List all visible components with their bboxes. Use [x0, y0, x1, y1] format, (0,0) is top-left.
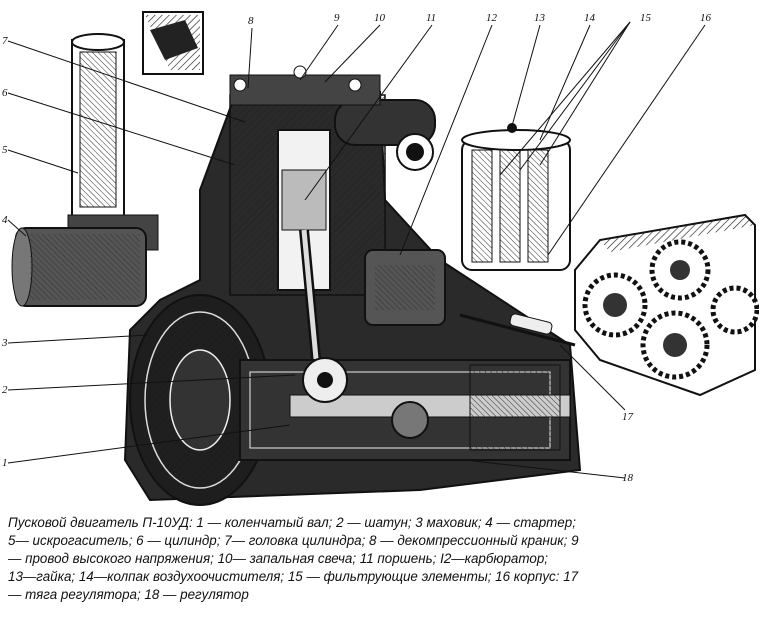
caption-line-4: 13—гайка; 14—колпак воздухоочистителя; 1… [8, 569, 579, 584]
label-14: 14 [584, 12, 596, 24]
caption-line-5: — тяга регулятора; 18 — регулятор [8, 587, 249, 602]
starter-motor [11, 227, 147, 307]
flywheel [129, 294, 271, 506]
governor-rod [459, 313, 576, 347]
label-17: 17 [622, 411, 634, 423]
label-3: 3 [1, 337, 8, 349]
label-18: 18 [622, 472, 634, 484]
label-16: 16 [700, 12, 712, 24]
label-9: 9 [334, 12, 340, 24]
label-7: 7 [2, 35, 8, 47]
figure-caption: Пусковой двигатель П-10УД: 1 — коленчаты… [8, 514, 753, 624]
label-6: 6 [2, 87, 8, 99]
engine-drawing: 7 6 5 4 3 2 1 8 9 10 11 12 13 14 15 16 1… [1, 11, 759, 506]
label-5: 5 [2, 144, 8, 156]
filter-elements [461, 123, 571, 271]
inset-view [142, 11, 204, 75]
label-2: 2 [2, 384, 8, 396]
label-15: 15 [640, 12, 652, 24]
label-12: 12 [486, 12, 498, 24]
carburetor [364, 249, 446, 326]
crankshaft-cutaway [239, 357, 571, 461]
label-11: 11 [426, 12, 436, 24]
label-13: 13 [534, 12, 546, 24]
caption-line-3: — провод высокого напряжения; 10— запаль… [8, 551, 548, 566]
caption-line-2: 5— искрогаситель; 6 — цилиндр; 7— головк… [8, 533, 579, 548]
gear-housing [574, 213, 759, 397]
label-10: 10 [374, 12, 386, 24]
label-4: 4 [2, 214, 8, 226]
caption-line-1: Пусковой двигатель П-10УД: 1 — коленчаты… [8, 515, 576, 530]
leader-lines [7, 21, 706, 479]
label-1: 1 [2, 457, 8, 469]
governor-rod-sleeve [509, 313, 553, 335]
label-8: 8 [248, 15, 254, 27]
